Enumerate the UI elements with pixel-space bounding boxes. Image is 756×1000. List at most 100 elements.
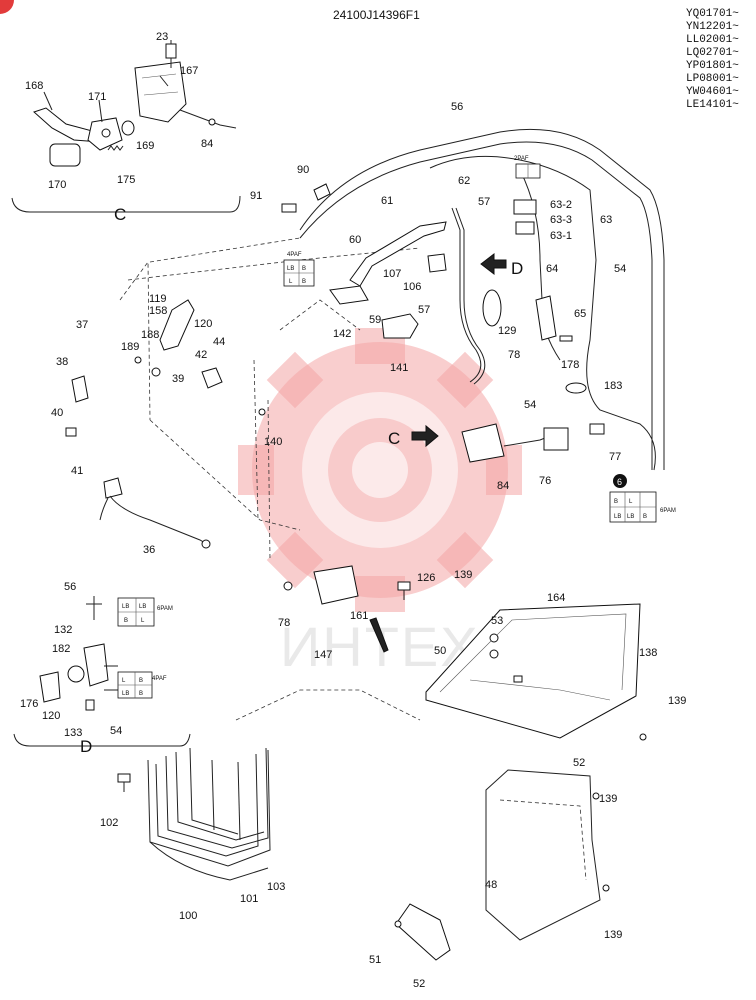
callout-39: 39 (172, 373, 184, 385)
callout-59: 59 (369, 314, 381, 326)
svg-text:L: L (289, 279, 293, 285)
svg-text:4PAF: 4PAF (287, 252, 302, 258)
callout-171: 171 (88, 91, 106, 103)
callout-158: 158 (149, 305, 167, 317)
callout-76: 76 (539, 475, 551, 487)
detail-c-label: C (114, 205, 126, 224)
page-number: 52 (413, 978, 425, 990)
callout-119: 119 (149, 293, 167, 305)
callout-40: 40 (51, 407, 63, 419)
svg-text:LB: LB (287, 266, 294, 272)
arrow-c (411, 424, 439, 448)
connector-2paf: 2PAF (514, 156, 541, 179)
callout-90: 90 (297, 164, 309, 176)
svg-text:LB: LB (139, 604, 146, 610)
serial-item: LQ02701~ (686, 47, 739, 59)
callout-133: 133 (64, 727, 82, 739)
callout-44: 44 (213, 336, 225, 348)
arrow-c-label: C (388, 429, 400, 448)
callout-170: 170 (48, 179, 66, 191)
cabin-frame (119, 128, 665, 561)
callout-142: 142 (333, 328, 351, 340)
serial-item: YW04601~ (686, 86, 739, 98)
callout-138: 138 (639, 647, 657, 659)
callout-107: 107 (383, 268, 401, 280)
connector-6pam-d: LB LB B L 6PAM (117, 597, 173, 627)
svg-text:6PAM: 6PAM (660, 508, 676, 514)
callout-139d: 139 (604, 929, 622, 941)
detail-d-label: D (80, 737, 92, 756)
arrow-d-label: D (511, 259, 523, 278)
callout-102: 102 (100, 817, 118, 829)
callout-182: 182 (52, 643, 70, 655)
callout-167: 167 (180, 65, 198, 77)
callout-168: 168 (25, 80, 43, 92)
svg-text:B: B (139, 691, 143, 697)
callout-100: 100 (179, 910, 197, 922)
serial-item: LL02001~ (686, 34, 739, 46)
callout-84b: 84 (497, 480, 509, 492)
callout-78b: 78 (278, 617, 290, 629)
svg-text:B: B (302, 266, 306, 272)
callout-183: 183 (604, 380, 622, 392)
svg-text:6: 6 (617, 477, 622, 487)
svg-text:L: L (141, 618, 145, 624)
callout-42: 42 (195, 349, 207, 361)
callout-62: 62 (458, 175, 470, 187)
callout-56: 56 (451, 101, 463, 113)
callout-53: 53 (491, 615, 503, 627)
callout-78: 78 (508, 349, 520, 361)
callout-147: 147 (314, 649, 332, 661)
connector-4paf-d: L B LB B 4PAF (117, 671, 167, 699)
callout-77: 77 (609, 451, 621, 463)
svg-text:B: B (124, 618, 128, 624)
callout-103: 103 (267, 881, 285, 893)
serial-item: LP08001~ (686, 73, 739, 85)
callout-132: 132 (54, 624, 72, 636)
callout-101: 101 (240, 893, 258, 905)
callout-52: 52 (573, 757, 585, 769)
callout-48: 48 (485, 879, 497, 891)
callout-126: 126 (417, 572, 435, 584)
callout-57: 57 (478, 196, 490, 208)
callout-141: 141 (390, 362, 408, 374)
svg-text:B: B (614, 499, 618, 505)
callout-54b: 54 (524, 399, 536, 411)
lever-assembly (65, 299, 266, 549)
svg-text:B: B (302, 279, 306, 285)
svg-text:4PAF: 4PAF (152, 676, 167, 682)
callout-189: 189 (121, 341, 139, 353)
callout-139c: 139 (599, 793, 617, 805)
callout-37: 37 (76, 319, 88, 331)
callout-63-2: 63-2 (550, 199, 572, 211)
callout-120: 120 (194, 318, 212, 330)
callout-175: 175 (117, 174, 135, 186)
callout-60: 60 (349, 234, 361, 246)
svg-text:LB: LB (122, 691, 129, 697)
svg-text:B: B (643, 514, 647, 520)
svg-text:L: L (629, 499, 633, 505)
callout-169: 169 (136, 140, 154, 152)
callout-139a: 139 (454, 569, 472, 581)
svg-text:B: B (139, 678, 143, 684)
callout-41: 41 (71, 465, 83, 477)
callout-129: 129 (498, 325, 516, 337)
callout-176: 176 (20, 698, 38, 710)
callout-50: 50 (434, 645, 446, 657)
callout-61: 61 (381, 195, 393, 207)
callout-63-1: 63-1 (550, 230, 572, 242)
callout-91: 91 (250, 190, 262, 202)
callout-23: 23 (156, 31, 168, 43)
callout-140: 140 (264, 436, 282, 448)
detail-view-d: D (13, 596, 191, 756)
serial-item: LE14101~ (686, 99, 739, 111)
callout-65: 65 (574, 308, 586, 320)
callout-51: 51 (369, 954, 381, 966)
svg-text:2PAF: 2PAF (514, 156, 529, 162)
callout-106: 106 (403, 281, 421, 293)
serial-list: YQ01701~ YN12201~ LL02001~ LQ02701~ YP01… (686, 8, 739, 111)
callout-120b: 120 (42, 710, 60, 722)
callout-36: 36 (143, 544, 155, 556)
callout-139b: 139 (668, 695, 686, 707)
callout-178: 178 (561, 359, 579, 371)
